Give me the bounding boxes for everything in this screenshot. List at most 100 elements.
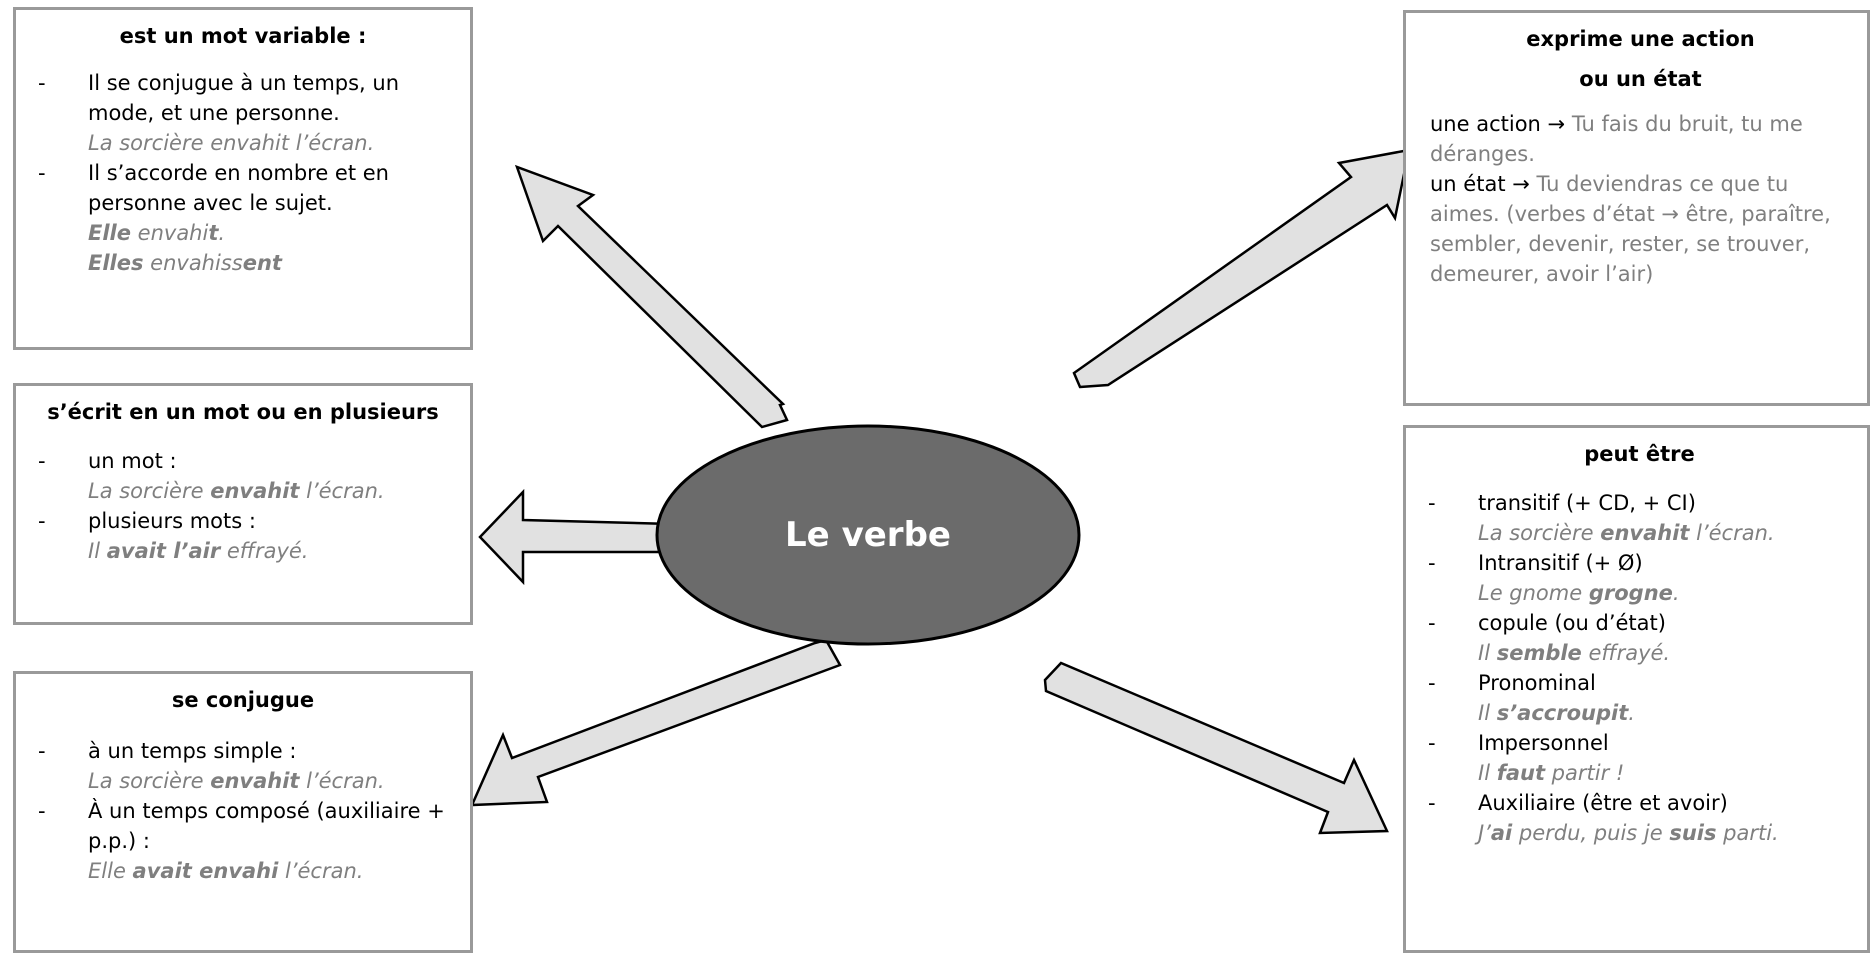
item-list: - à un temps simple : La sorcière envahi… bbox=[38, 736, 448, 886]
example-bold: s’accroupit bbox=[1496, 701, 1629, 725]
example-part: envahi bbox=[130, 221, 209, 245]
label-action: une action bbox=[1430, 112, 1548, 136]
example-part: La sorcière bbox=[88, 769, 211, 793]
example-part: J’ bbox=[1478, 821, 1491, 845]
arrow-to-box1 bbox=[514, 164, 789, 429]
example-text: être, paraître, sembler, devenir, rester… bbox=[1430, 202, 1831, 286]
example-part: . bbox=[1628, 701, 1635, 725]
bullet-dash: - bbox=[38, 739, 46, 763]
list-item: - un mot : La sorcière envahit l’écran. bbox=[38, 446, 448, 506]
item-text: Impersonnel bbox=[1478, 731, 1609, 755]
example-text: La sorcière envahit l’écran. bbox=[88, 131, 375, 155]
bullet-dash: - bbox=[1428, 611, 1436, 635]
example-bold: t bbox=[208, 221, 219, 245]
action-paragraph: une action → Tu fais du bruit, tu me dér… bbox=[1430, 109, 1851, 169]
list-item: - copule (ou d’état) Il semble effrayé. bbox=[1428, 608, 1851, 668]
bullet-dash: - bbox=[1428, 671, 1436, 695]
example-text: J’ai perdu, puis je suis parti. bbox=[1478, 818, 1851, 848]
item-text: Il s’accorde en nombre et en personne av… bbox=[88, 161, 389, 215]
bullet-dash: - bbox=[38, 161, 46, 185]
example-part: perdu, puis je bbox=[1512, 821, 1670, 845]
example-part: Elle bbox=[88, 859, 133, 883]
box-title: est un mot variable : bbox=[119, 24, 367, 48]
example-bold: faut bbox=[1496, 761, 1545, 785]
list-item: - Il s’accorde en nombre et en personne … bbox=[38, 158, 448, 278]
arrow-to-box4 bbox=[1072, 148, 1411, 389]
item-text: à un temps simple : bbox=[88, 739, 297, 763]
center-ellipse bbox=[655, 424, 1081, 646]
example-part: . bbox=[1672, 581, 1680, 605]
box-conjugation: se conjugue - à un temps simple : La sor… bbox=[13, 671, 473, 953]
state-paragraph: un état → Tu deviendras ce que tu aimes.… bbox=[1430, 169, 1851, 289]
example-bold: ent bbox=[242, 251, 282, 275]
example-bold: Elles bbox=[88, 251, 144, 275]
bullet-dash: - bbox=[38, 509, 46, 533]
example-part: La sorcière bbox=[1478, 521, 1601, 545]
box-action-or-state: exprime une action ou un état une action… bbox=[1403, 10, 1870, 406]
example-text: Elles envahissent bbox=[88, 248, 448, 278]
example-text: Le gnome grogne. bbox=[1478, 578, 1851, 608]
example-bold: semble bbox=[1496, 641, 1582, 665]
item-list: - Il se conjugue à un temps, un mode, et… bbox=[38, 68, 448, 278]
item-text: Auxiliaire (être et avoir) bbox=[1478, 791, 1728, 815]
example-part: Il bbox=[88, 539, 107, 563]
list-item: - Auxiliaire (être et avoir) J’ai perdu,… bbox=[1428, 788, 1851, 848]
example-part: l’écran. bbox=[299, 769, 385, 793]
example-part: La sorcière bbox=[88, 479, 211, 503]
example-text: La sorcière envahit l’écran. bbox=[88, 766, 448, 796]
example-bold: envahit bbox=[210, 479, 300, 503]
bullet-dash: - bbox=[38, 449, 46, 473]
item-text: À un temps composé (auxiliaire + p.p.) : bbox=[88, 799, 445, 853]
example-part: . bbox=[218, 221, 226, 245]
list-item: - Intransitif (+ Ø) Le gnome grogne. bbox=[1428, 548, 1851, 608]
box-title: s’écrit en un mot ou en plusieurs bbox=[47, 400, 439, 424]
right-arrow-icon: → bbox=[1661, 202, 1679, 226]
label-state: un état bbox=[1430, 172, 1513, 196]
example-part: Il bbox=[1478, 761, 1497, 785]
example-text: Elle envahit. bbox=[88, 218, 448, 248]
example-text: Il s’accroupit. bbox=[1478, 698, 1851, 728]
example-part: Le gnome bbox=[1478, 581, 1589, 605]
box-can-be: peut être - transitif (+ CD, + CI) La so… bbox=[1403, 425, 1870, 953]
box-title: peut être bbox=[1584, 442, 1695, 466]
example-bold: suis bbox=[1669, 821, 1717, 845]
example-part: l’écran. bbox=[278, 859, 364, 883]
list-item: - à un temps simple : La sorcière envahi… bbox=[38, 736, 448, 796]
example-part: effrayé. bbox=[220, 539, 309, 563]
bullet-dash: - bbox=[38, 71, 46, 95]
box-title: se conjugue bbox=[171, 688, 315, 712]
example-text: Il avait l’air effrayé. bbox=[88, 536, 448, 566]
bullet-dash: - bbox=[1428, 491, 1436, 515]
bullet-dash: - bbox=[1428, 791, 1436, 815]
item-text: Pronominal bbox=[1478, 671, 1596, 695]
item-list: - transitif (+ CD, + CI) La sorcière env… bbox=[1428, 488, 1851, 848]
list-item: - Pronominal Il s’accroupit. bbox=[1428, 668, 1851, 728]
example-bold: ai bbox=[1490, 821, 1513, 845]
bullet-dash: - bbox=[38, 799, 46, 823]
example-part: Il bbox=[1478, 641, 1497, 665]
item-text: transitif (+ CD, + CI) bbox=[1478, 491, 1696, 515]
item-text: Intransitif (+ Ø) bbox=[1478, 551, 1643, 575]
bullet-dash: - bbox=[1428, 551, 1436, 575]
example-text: Il semble effrayé. bbox=[1478, 638, 1851, 668]
list-item: - Impersonnel Il faut partir ! bbox=[1428, 728, 1851, 788]
item-text: Il se conjugue à un temps, un mode, et u… bbox=[88, 71, 400, 125]
example-text: Elle avait envahi l’écran. bbox=[88, 856, 448, 886]
example-part: l’écran. bbox=[1689, 521, 1775, 545]
example-bold: grogne bbox=[1588, 581, 1673, 605]
example-part: envahiss bbox=[143, 251, 243, 275]
example-bold: avait envahi bbox=[132, 859, 279, 883]
list-item: - plusieurs mots : Il avait l’air effray… bbox=[38, 506, 448, 566]
box-one-or-more-words: s’écrit en un mot ou en plusieurs - un m… bbox=[13, 383, 473, 625]
example-text: Tu fais du bruit, tu me déranges. bbox=[1430, 112, 1803, 166]
item-text: un mot : bbox=[88, 449, 177, 473]
arrow-to-box3 bbox=[470, 638, 842, 807]
box-subtitle: ou un état bbox=[1579, 67, 1702, 91]
example-bold: Elle bbox=[88, 221, 131, 245]
example-text: Il faut partir ! bbox=[1478, 758, 1851, 788]
example-bold: avait l’air bbox=[106, 539, 221, 563]
center-label: Le verbe bbox=[785, 515, 951, 555]
list-item: - À un temps composé (auxiliaire + p.p.)… bbox=[38, 796, 448, 886]
item-list: - un mot : La sorcière envahit l’écran. … bbox=[38, 446, 448, 566]
